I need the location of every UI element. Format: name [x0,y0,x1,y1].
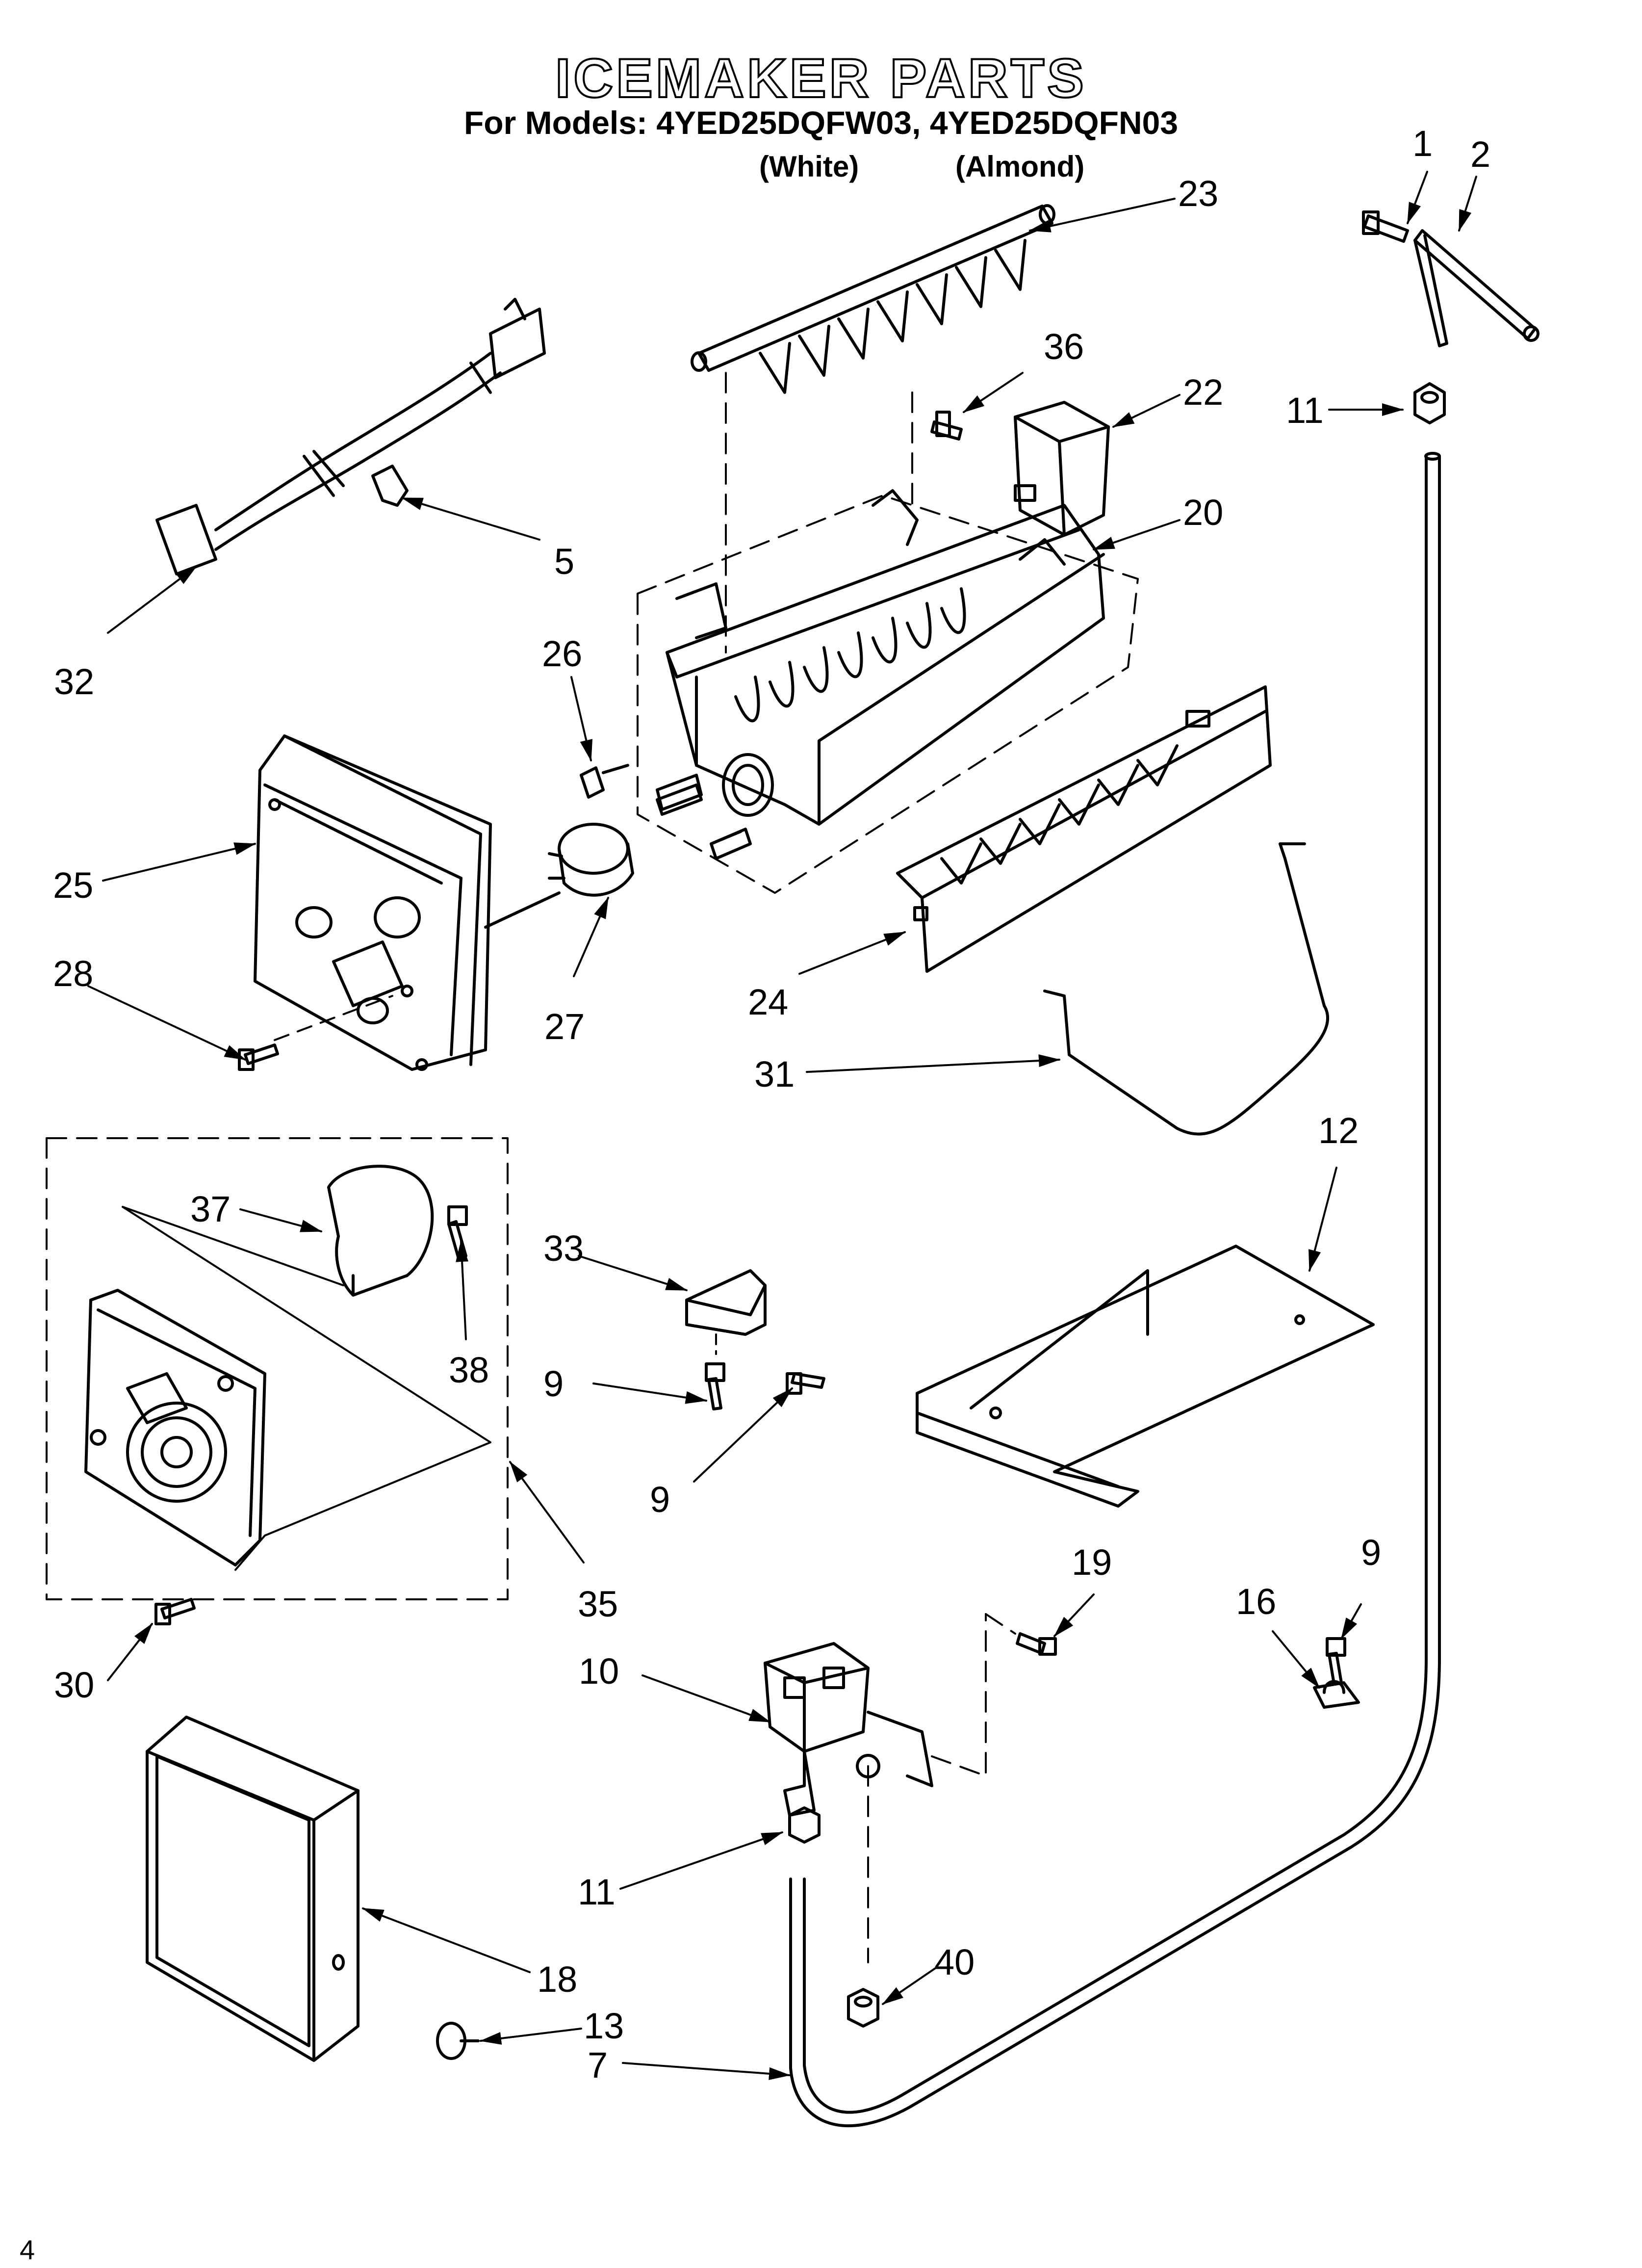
bracket-part-33 [685,1269,767,1336]
callout-9c: 9 [1361,1532,1381,1573]
screw-part-36 [930,411,963,441]
page-number: 4 [20,2234,35,2265]
water-valve-part [764,1642,933,1817]
ejector-part [691,204,1055,394]
callout-11-top: 11 [1286,390,1324,431]
screw-part-38 [447,1205,468,1260]
screw-part-9c [1326,1637,1346,1685]
motor-assembly-dashed-box [46,1137,509,1600]
screw-part-9a [705,1362,725,1410]
nut-part-40 [847,1988,879,2028]
stripper-part [896,685,1272,973]
screw-part-9b [786,1372,825,1395]
callout-26: 26 [542,633,582,674]
callout-22: 22 [1183,372,1223,413]
callout-18: 18 [537,1959,577,2000]
housing-part [254,734,492,1071]
nut-part-11-bottom [788,1806,821,1844]
callout-11-bottom: 11 [578,1872,616,1912]
thermostat-part-26 [580,764,629,799]
clip-part-5 [371,465,409,507]
nut-part-11-top [1413,382,1446,424]
callout-27: 27 [544,1006,585,1047]
callout-10: 10 [579,1651,619,1692]
callout-36: 36 [1044,326,1084,367]
callout-23: 23 [1178,173,1218,214]
callout-9b: 9 [650,1479,670,1520]
callout-28: 28 [53,953,93,994]
variant-almond-label: (Almond) [955,150,1085,183]
shutoff-arm-part [1043,842,1330,1136]
grommet-part-13 [436,2022,480,2060]
mold-dashed-outline [637,495,1139,894]
callout-20: 20 [1183,492,1223,533]
motor-cover-part-37 [327,1165,434,1297]
callout-35: 35 [578,1584,618,1624]
fill-cup-part [1014,401,1110,536]
screw-part-1 [1362,210,1409,243]
callout-25: 25 [53,865,93,906]
screw-part-28 [238,1043,279,1071]
callout-33: 33 [543,1228,584,1269]
clamp-part-16 [1313,1680,1360,1709]
screw-part-19 [1016,1632,1057,1656]
callout-19: 19 [1072,1542,1112,1583]
callout-16: 16 [1236,1581,1276,1622]
callout-40: 40 [934,1942,975,1982]
page-title: ICEMAKER PARTS [554,47,1087,110]
wire-harness-part [155,298,546,575]
callout-7: 7 [588,2045,608,2086]
fill-tube-part [1413,229,1539,347]
callout-32: 32 [54,661,94,702]
cover-part-18 [146,1716,359,2062]
callout-2: 2 [1470,134,1490,175]
variant-white-label: (White) [759,150,859,183]
motor-part-27 [548,823,634,897]
motor-plate-part [84,1289,266,1566]
callout-31: 31 [754,1054,795,1095]
shield-part-12 [916,1245,1375,1508]
callout-1: 1 [1412,123,1433,164]
callout-13: 13 [584,2006,624,2046]
callout-5: 5 [554,541,574,582]
callout-37: 37 [190,1189,231,1229]
screw-part-30 [154,1598,196,1625]
callout-38: 38 [449,1350,489,1390]
callout-9a: 9 [543,1363,564,1404]
models-line: For Models: 4YED25DQFW03, 4YED25DQFN03 [463,104,1179,141]
water-tube-part [789,452,1441,2128]
mold-part [656,489,1105,860]
callout-24: 24 [748,982,788,1022]
callout-12: 12 [1318,1110,1359,1151]
callout-30: 30 [54,1665,94,1705]
